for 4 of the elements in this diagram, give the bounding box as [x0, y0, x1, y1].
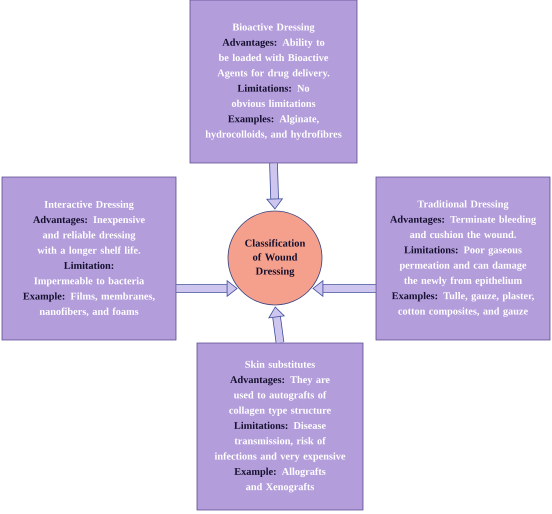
dressing-box: Bioactive Dressing Advantages: Ability to be loaded with Bioactive Agents for drug delivery. Limitations: No obvious limitations Examples: Alginate, hydrocolloids, and hydrofibres [190, 0, 358, 164]
dressing-box: Traditional Dressing Advantages: Terminate bleeding and cushion the wound. Limitations: Poor gaseous permeation and can damage the newly from epithelium Examples: Tulle, gauze, plaster, cotton composites, and gauze [376, 176, 550, 340]
dressing-box: Interactive Dressing Advantages: Inexpensive and reliable dressing with a longer shelf life. Limitation: Impermeable to bacteria Example: Films, membranes, nanofibers, and foams [2, 176, 176, 340]
dressing-box: Skin substitutes Advantages: They are used to autografts of collagen type structure Limitations: Disease transmission, risk of infections and very expensive Example: Allografts and Xenografts [196, 342, 364, 510]
